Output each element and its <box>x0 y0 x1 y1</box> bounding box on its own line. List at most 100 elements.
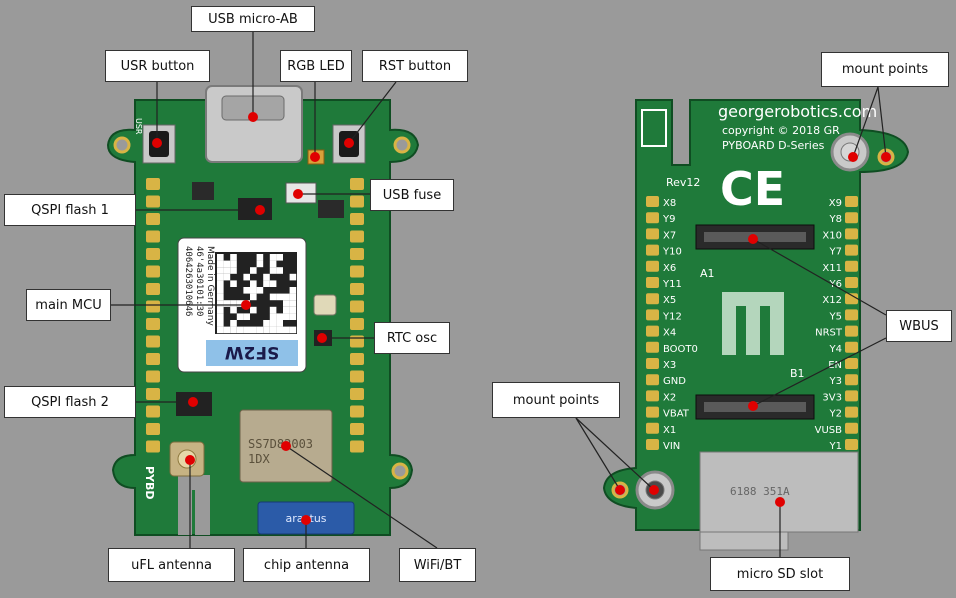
back-pin-left <box>646 358 659 369</box>
back-pin-label-left: Y11 <box>662 279 682 290</box>
marker-fuse <box>293 189 303 199</box>
datamatrix-cell <box>217 280 224 287</box>
back-pin-left <box>646 390 659 402</box>
back-pin-right <box>845 260 858 272</box>
label-qspi-flash-2: QSPI flash 2 <box>4 386 136 418</box>
front-pin-right <box>350 248 364 260</box>
label-rtc-osc: RTC osc <box>374 322 450 354</box>
datamatrix-cell <box>283 313 290 320</box>
datamatrix-cell <box>289 273 297 281</box>
wifi-bt-text-2: 1DX <box>248 452 270 466</box>
leader-wbus-2 <box>752 337 887 407</box>
marker-rgb <box>310 152 320 162</box>
marker-mcu <box>241 300 251 310</box>
front-mount-hole-tr <box>393 136 411 154</box>
datamatrix-cell <box>269 280 277 287</box>
back-pin-right <box>845 406 858 418</box>
datamatrix-cell <box>283 300 290 307</box>
front-pin-right <box>350 178 364 190</box>
datamatrix-cell <box>236 313 244 320</box>
back-pin-label-right: Y4 <box>829 344 842 355</box>
front-mount-hole-br <box>391 462 409 480</box>
front-pin-right <box>350 300 364 313</box>
leader-mount-top-1 <box>852 86 879 158</box>
datamatrix-cell <box>230 267 237 274</box>
back-pin-label-left: X3 <box>663 360 676 371</box>
marker-mount-bot-1 <box>615 485 625 495</box>
datamatrix-cell <box>230 260 237 268</box>
copyright-text: copyright © 2018 GR <box>722 124 840 137</box>
marker-wbus-1 <box>748 234 758 244</box>
label-usr-button: USR button <box>105 50 210 82</box>
leader-wbus-1 <box>752 238 887 316</box>
back-pin-label-left: VBAT <box>663 409 690 420</box>
marker-wbus-2 <box>748 401 758 411</box>
front-pin-right <box>350 283 364 295</box>
back-pin-label-right: Y1 <box>829 441 842 452</box>
front-pin-right <box>350 440 364 453</box>
datamatrix-cell <box>243 313 250 320</box>
label-wbus: WBUS <box>886 310 952 342</box>
back-pin-left <box>646 341 659 353</box>
back-pin-label-left: GND <box>663 376 686 387</box>
datamatrix-cell <box>269 326 277 334</box>
leader-rst <box>348 81 397 144</box>
front-pin-left <box>146 283 160 295</box>
marker-chip-ant <box>301 515 311 525</box>
datamatrix-cell <box>283 306 290 314</box>
datamatrix-cell <box>250 306 257 314</box>
datamatrix-cell <box>223 326 231 334</box>
back-pin-left <box>646 406 659 418</box>
datamatrix-cell <box>217 287 224 294</box>
front-pin-left <box>146 300 160 313</box>
back-pin-label-left: X4 <box>663 328 676 339</box>
back-pin-left <box>646 244 659 256</box>
back-pin-label-left: Y9 <box>662 214 675 225</box>
back-pin-label-right: Y5 <box>829 311 842 322</box>
micro-sd-slot-tab <box>699 531 789 551</box>
leader-mount-bot-2 <box>575 417 655 491</box>
back-pin-label-right: Y6 <box>829 279 842 290</box>
datamatrix-cell <box>269 267 277 274</box>
datamatrix-cell <box>256 260 264 268</box>
datamatrix-cell <box>256 326 264 334</box>
label-usb-fuse: USB fuse <box>370 179 454 211</box>
datamatrix-cell <box>289 287 297 294</box>
datamatrix-cell <box>269 293 277 301</box>
datamatrix-cell <box>250 267 257 274</box>
back-pin-right <box>845 325 858 337</box>
datamatrix-cell <box>230 254 237 261</box>
back-pin-label-left: X7 <box>663 230 676 241</box>
back-pin-left <box>646 228 659 240</box>
datamatrix-cell <box>256 254 264 261</box>
front-board: USR SF2W 4064263010646 46'4a30101:30 Mad… <box>106 85 420 536</box>
a1-text: A1 <box>700 267 715 280</box>
datamatrix-cell <box>217 313 224 320</box>
datamatrix-cell <box>217 306 224 314</box>
main-mcu-marking: SF2W <box>225 342 280 362</box>
back-pin-left <box>646 260 659 272</box>
datamatrix-cell <box>243 326 250 334</box>
back-pin-label-right: VUSB <box>815 425 843 436</box>
back-pin-right <box>845 212 858 224</box>
front-pin-left <box>146 195 160 208</box>
front-header-right <box>350 178 364 453</box>
datamatrix-cell <box>217 320 224 327</box>
back-pin-label-right: EN <box>828 360 842 371</box>
datamatrix-cell <box>289 300 297 307</box>
datamatrix-cell <box>230 306 237 314</box>
back-pin-right <box>845 196 858 207</box>
front-pin-right <box>350 423 364 435</box>
datamatrix-cell <box>276 320 283 327</box>
marker-ufl <box>185 455 195 465</box>
main-mcu-text-3: Made in Germany <box>205 246 215 326</box>
back-pin-right <box>845 439 858 450</box>
marker-mount-bot-2 <box>649 485 659 495</box>
datamatrix-cell <box>250 280 257 287</box>
back-pin-left <box>646 277 659 288</box>
leader-mount-bot-1 <box>575 417 621 491</box>
datamatrix-cell <box>283 293 290 301</box>
front-pin-right <box>350 405 364 418</box>
